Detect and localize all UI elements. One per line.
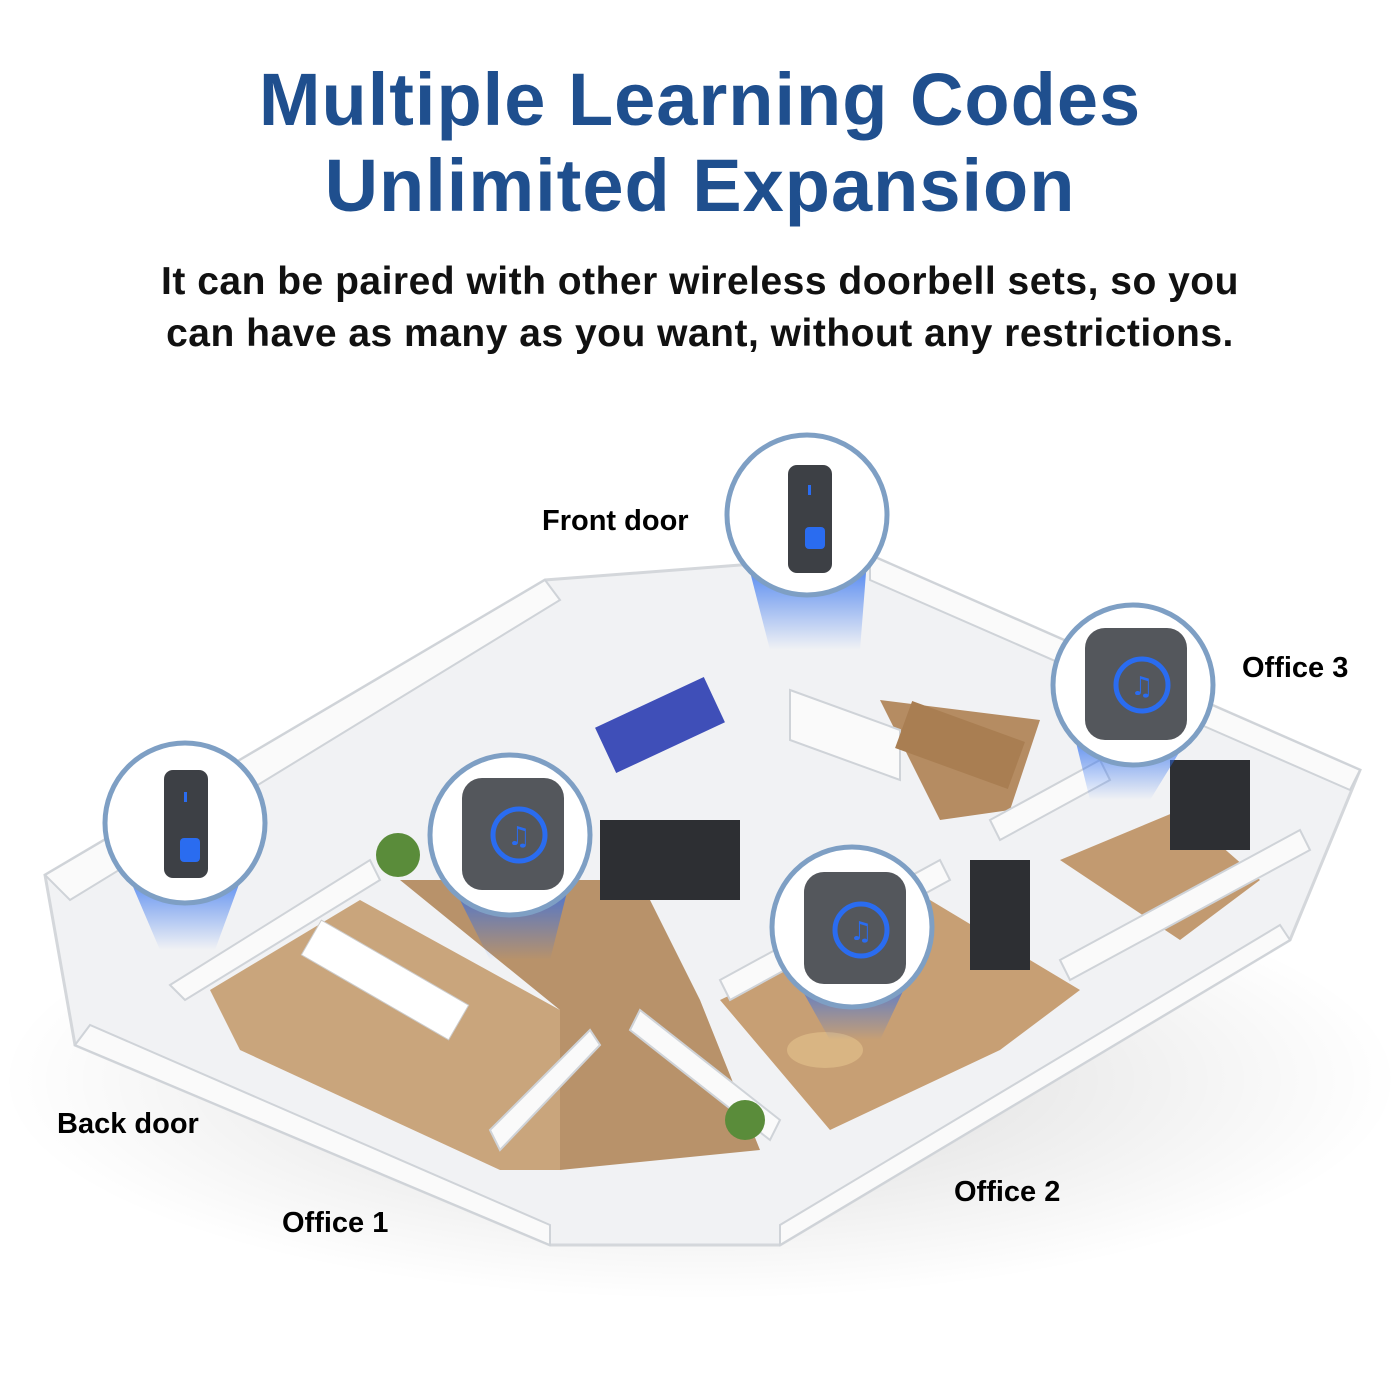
doorbell-transmitter-icon (788, 465, 832, 573)
office1-callout: ♫ (427, 752, 593, 918)
music-note-icon: ♫ (1130, 672, 1153, 702)
label-office-1: Office 1 (282, 1207, 389, 1239)
label-office-3: Office 3 (1242, 652, 1349, 684)
music-note-icon: ♫ (507, 822, 530, 852)
label-front-door: Front door (542, 505, 689, 537)
doorbell-receiver-icon (462, 778, 564, 890)
headline-line-2: Unlimited Expansion (324, 144, 1076, 227)
back-door-callout (102, 740, 268, 906)
office3-callout: ♫ (1050, 602, 1216, 768)
office2-callout: ♫ (769, 844, 935, 1010)
front-door-callout (724, 432, 890, 598)
doorbell-receiver-icon (1085, 628, 1187, 740)
music-note-icon: ♫ (849, 917, 872, 947)
label-back-door: Back door (57, 1108, 199, 1140)
subtitle-line-1: It can be paired with other wireless doo… (161, 260, 1239, 303)
subtitle-line-2: can have as many as you want, without an… (166, 312, 1234, 355)
doorbell-receiver-icon (804, 872, 906, 984)
headline-line-1: Multiple Learning Codes (258, 58, 1142, 141)
office1-floor (210, 900, 560, 1170)
label-office-2: Office 2 (954, 1176, 1061, 1208)
